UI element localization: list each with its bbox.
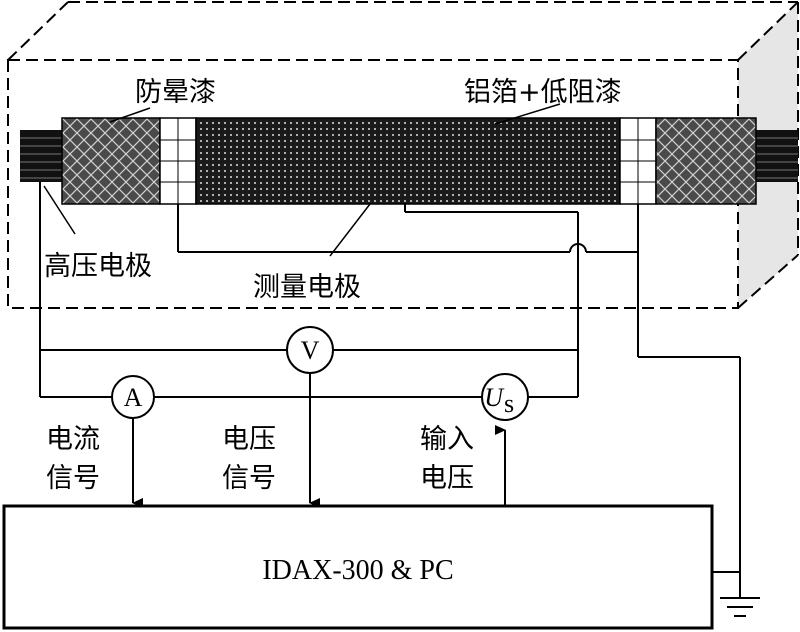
voltage-signal-label-line1: 电压	[222, 424, 276, 455]
leader-lines	[43, 103, 561, 257]
voltage-source: U s	[481, 373, 529, 421]
measuring-electrode-label: 测量电极	[253, 272, 361, 303]
foil-low-resistance-paint-label: 铝箔+低阻漆	[464, 77, 622, 108]
stator-bar-specimen	[20, 117, 798, 205]
source-symbol: U	[484, 383, 505, 412]
ammeter-symbol: A	[124, 383, 143, 412]
left-anti-corona-layer	[61, 117, 161, 205]
source-subscript: s	[504, 389, 514, 418]
right-anti-corona-layer	[655, 117, 757, 205]
wiring	[39, 182, 741, 573]
voltage-signal-label-line2: 信号	[222, 463, 276, 494]
voltmeter: V	[286, 326, 334, 374]
input-voltage-label-line2: 电压	[420, 463, 474, 494]
ammeter: A	[111, 375, 155, 419]
ground-icon	[720, 572, 760, 617]
current-signal-label-line1: 电流	[46, 424, 100, 455]
right-conductor-end	[756, 130, 798, 182]
instrument-name: IDAX-300 & PC	[262, 555, 453, 586]
left-conductor-end	[20, 130, 62, 182]
measuring-electrode-foil	[195, 117, 621, 205]
current-signal-label-line2: 信号	[46, 463, 100, 494]
instrument-box: IDAX-300 & PC	[2, 504, 714, 630]
high-voltage-electrode-label: 高压电极	[44, 251, 152, 282]
input-voltage-label-line1: 输入	[420, 424, 474, 455]
voltmeter-symbol: V	[301, 336, 320, 365]
anti-corona-paint-label: 防晕漆	[135, 77, 216, 108]
